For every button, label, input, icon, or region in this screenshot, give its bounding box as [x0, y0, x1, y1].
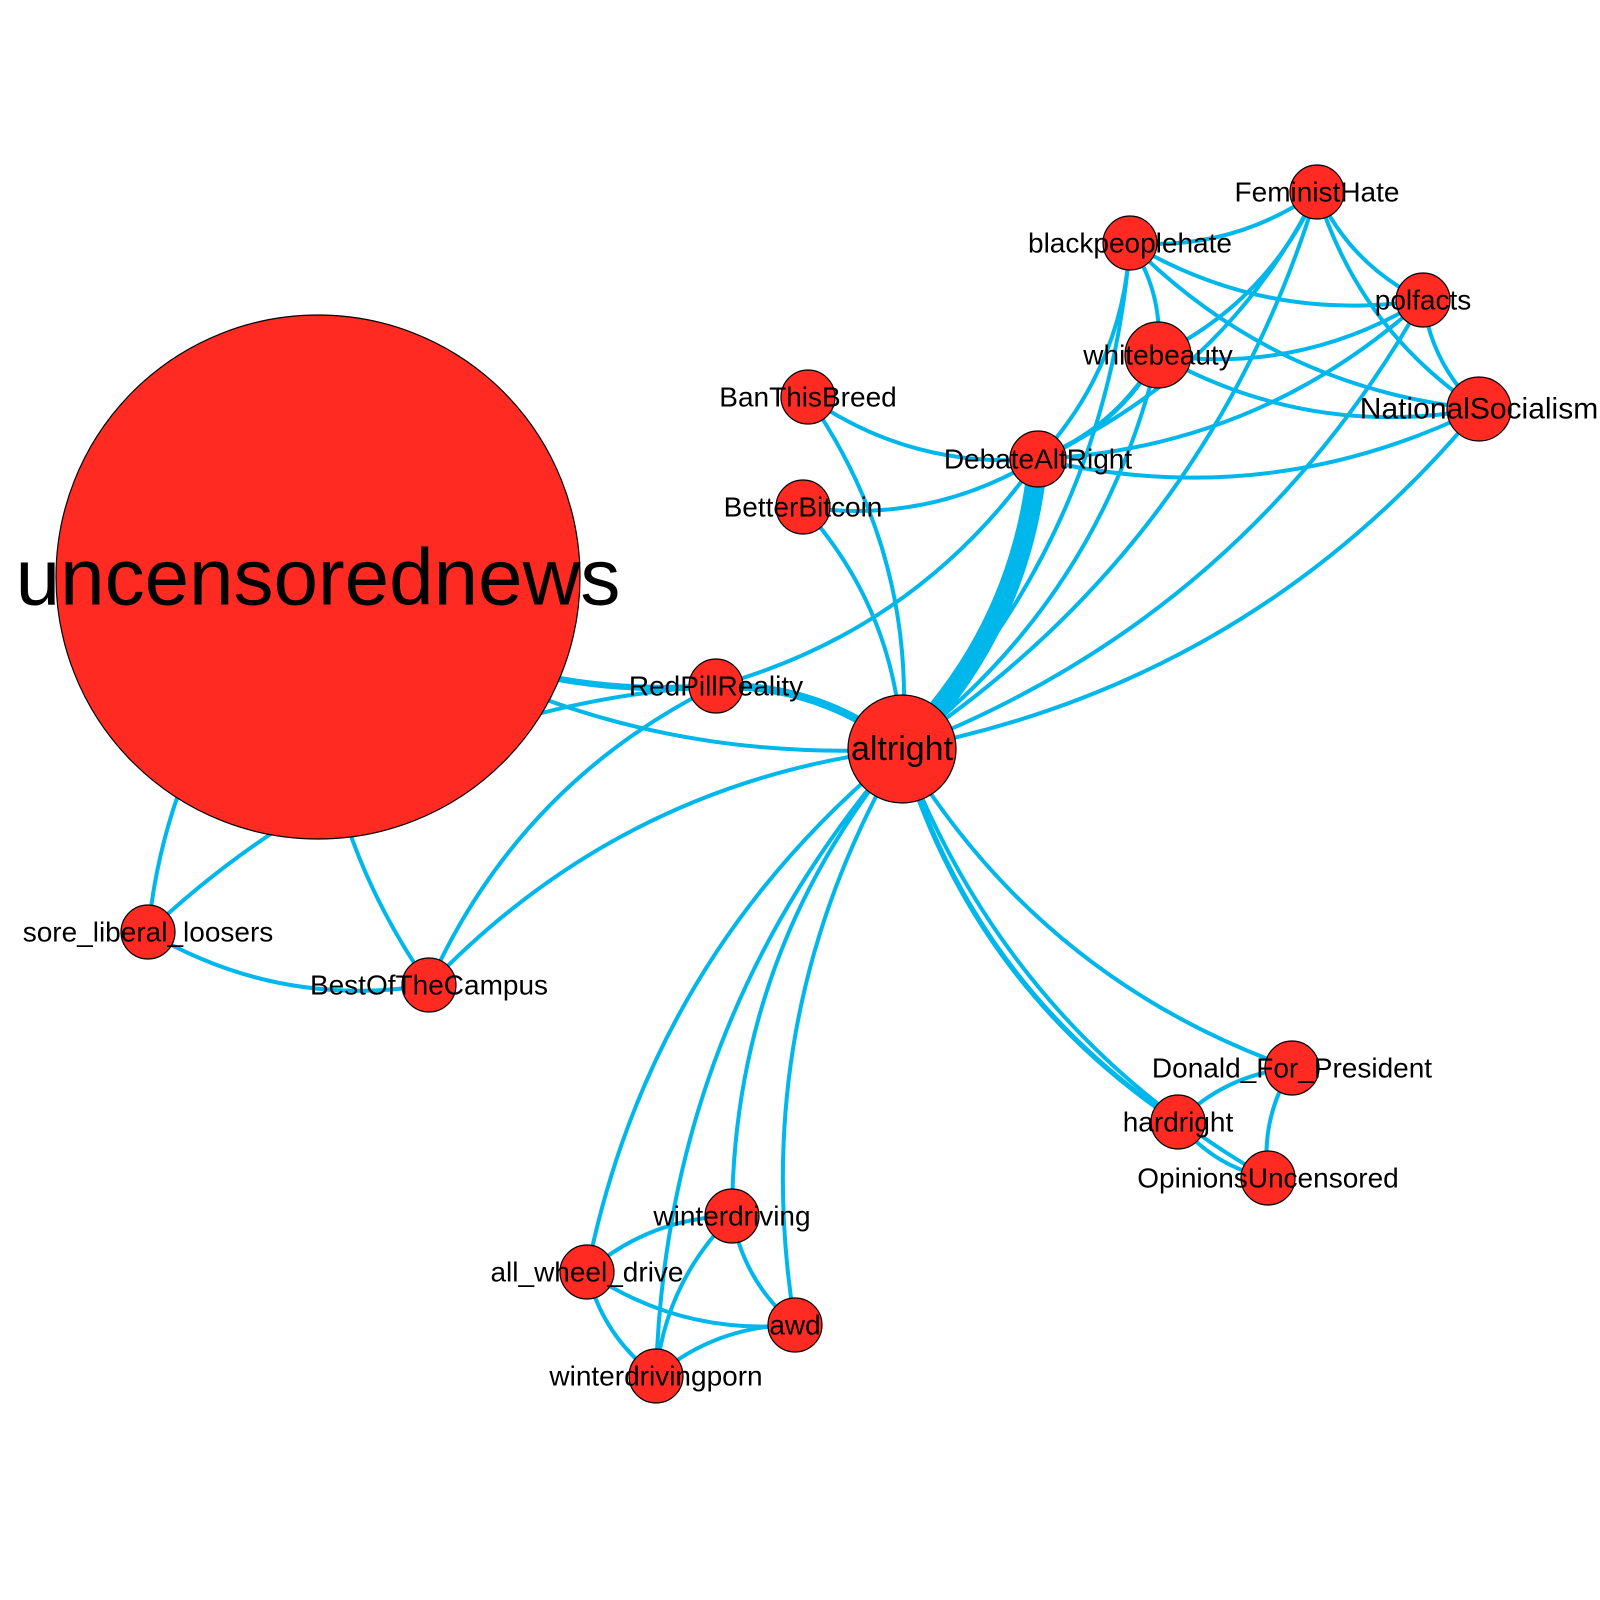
edge-altright-donald-for-president [900, 747, 1294, 1070]
edge-banthisbreed-debatealtright [806, 395, 1040, 463]
node-label-winterdrivingporn: winterdrivingporn [548, 1361, 762, 1392]
node-label-nationalsocialism: NationalSocialism [1360, 393, 1598, 426]
edge-altright-awd [780, 747, 904, 1327]
node-label-whitebeauty: whitebeauty [1082, 340, 1232, 371]
node-label-hardright: hardright [1123, 1107, 1234, 1138]
edge-whitebeauty-nationalsocialism [1156, 353, 1481, 420]
edge-altright-winterdriving [730, 747, 904, 1218]
node-opinionsuncensored[interactable] [1240, 1150, 1296, 1206]
node-label-banthisbreed: BanThisBreed [719, 382, 896, 413]
node-polfacts[interactable] [1395, 272, 1451, 328]
edge-blackpeoplehate-nationalsocialism [1128, 241, 1481, 411]
node-altright[interactable] [847, 694, 957, 804]
node-label-altright: altright [851, 730, 954, 768]
node-layer [55, 164, 1512, 1404]
node-label-all-wheel-drive: all_wheel_drive [490, 1257, 683, 1288]
node-label-uncensorednews: uncensorednews [16, 533, 621, 622]
edge-whitebeauty-polfacts [1156, 298, 1425, 362]
edge-sore-liberal-loosers-bestofthecampus [146, 930, 431, 993]
node-debatealtright[interactable] [1009, 430, 1067, 488]
label-layer: uncensorednews altright RedPillReality BanT… [16, 177, 1599, 1392]
node-sore-liberal-loosers[interactable] [120, 904, 176, 960]
edge-altright-blackpeoplehate [900, 241, 1132, 751]
node-feministhate[interactable] [1289, 164, 1345, 220]
edge-debatealtright-blackpeoplehate [1036, 241, 1132, 461]
edge-debatealtright-polfacts [1036, 298, 1425, 461]
edge-redpillreality-debatealtright [714, 457, 1040, 688]
edge-altright-nationalsocialism [900, 407, 1481, 751]
node-label-blackpeoplehate: blackpeoplehate [1028, 228, 1232, 259]
edge-blackpeoplehate-polfacts [1128, 241, 1425, 308]
edge-altright-all-wheel-drive [585, 747, 904, 1274]
edge-altright-feministhate [900, 190, 1319, 751]
edge-betterbitcoin-debatealtright [801, 457, 1040, 513]
node-banthisbreed[interactable] [780, 369, 836, 425]
node-label-redpillreality: RedPillReality [629, 671, 803, 702]
node-nationalsocialism[interactable] [1446, 376, 1512, 442]
edge-altright-winterdrivingporn [654, 747, 904, 1378]
node-blackpeoplehate[interactable] [1102, 215, 1158, 271]
node-label-betterbitcoin: BetterBitcoin [724, 492, 883, 523]
node-label-awd: awd [769, 1310, 820, 1341]
node-whitebeauty[interactable] [1124, 321, 1192, 389]
node-hardright[interactable] [1150, 1094, 1206, 1150]
node-donald-for-president[interactable] [1264, 1040, 1320, 1096]
edge-altright-bestofthecampus [427, 747, 904, 987]
node-label-opinionsuncensored: OpinionsUncensored [1137, 1163, 1399, 1194]
node-label-sore-liberal-loosers: sore_liberal_loosers [23, 917, 274, 948]
node-winterdriving[interactable] [704, 1188, 760, 1244]
edge-altright-whitebeauty [900, 353, 1160, 751]
node-label-bestofthecampus: BestOfTheCampus [310, 970, 548, 1001]
edge-debatealtright-nationalsocialism [1036, 407, 1481, 480]
node-uncensorednews[interactable] [55, 314, 581, 840]
edge-feministhate-nationalsocialism [1315, 190, 1481, 411]
node-betterbitcoin[interactable] [775, 479, 831, 535]
node-awd[interactable] [767, 1297, 823, 1353]
edge-redpillreality-bestofthecampus [427, 684, 718, 987]
node-label-feministhate: FeministHate [1235, 177, 1400, 208]
node-bestofthecampus[interactable] [401, 957, 457, 1013]
node-all-wheel-drive[interactable] [559, 1244, 615, 1300]
node-label-winterdriving: winterdriving [652, 1201, 810, 1232]
node-label-donald-for-president: Donald_For_President [1152, 1053, 1432, 1084]
node-winterdrivingporn[interactable] [628, 1348, 684, 1404]
node-label-polfacts: polfacts [1375, 285, 1472, 316]
node-redpillreality[interactable] [688, 658, 744, 714]
node-label-debatealtright: DebateAltRight [944, 444, 1133, 475]
edge-altright-hardright [899, 746, 1181, 1125]
